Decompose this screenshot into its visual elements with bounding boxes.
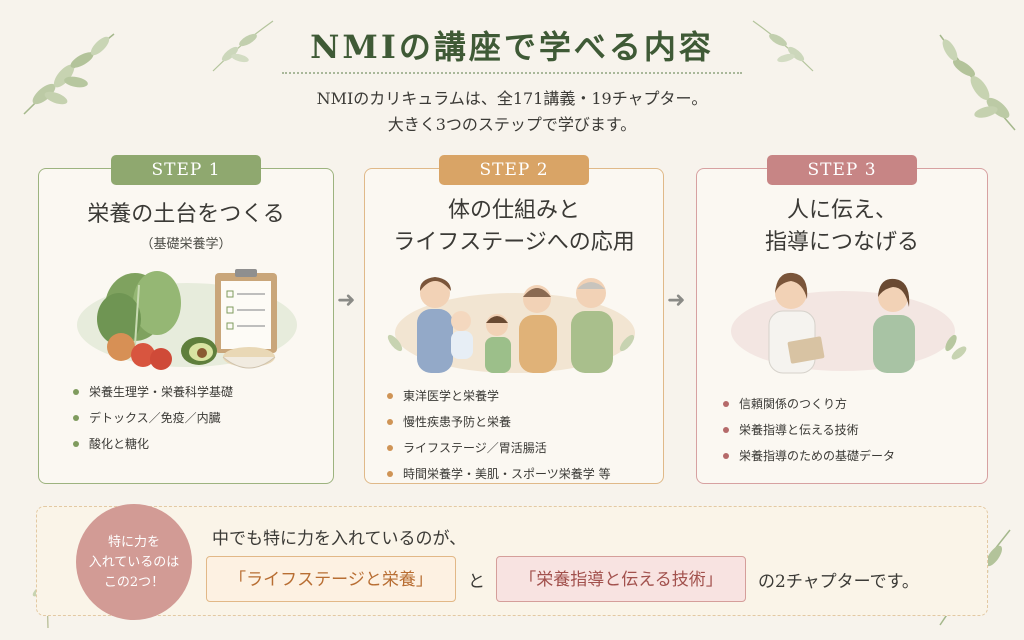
list-item: 時間栄養学・美肌・スポーツ栄養学 等 [387,461,611,487]
step-3-badge: STEP 3 [767,155,917,185]
list-item: 東洋医学と栄養学 [387,383,611,409]
leaf-branch-icon [212,20,274,72]
arrow-right-icon: ➜ [337,288,356,313]
step-3-title: 人に伝え、 指導につなげる [764,198,919,255]
chapter-pill-lifestage: 「ライフステージと栄養」 [206,556,456,602]
list-item: 信頼関係のつくり方 [723,391,895,417]
list-item: デトックス／免疫／内臓 [73,405,233,431]
intro-line-1: NMIのカリキュラムは、全171講義・19チャプター。 [316,89,708,108]
intro-text: NMIのカリキュラムは、全171講義・19チャプター。 大きく3つのステップで学… [0,86,1024,138]
leaf-branch-icon [939,34,1016,131]
consultation-illustration [731,272,967,374]
step-2-title: 体の仕組みと ライフステージへの応用 [393,198,635,255]
vegetables-illustration [77,269,297,370]
step-3-list: 信頼関係のつくり方 栄養指導と伝える技術 栄養指導のための基礎データ [723,391,895,469]
list-item: 栄養指導と伝える技術 [723,417,895,443]
highlight-badge: 特に力を 入れているのは この2つ！ [76,504,192,620]
list-item: 慢性疾患予防と栄養 [387,409,611,435]
list-item: ライフステージ／胃活腸活 [387,435,611,461]
intro-line-2: 大きく3つのステップで学びます。 [387,115,637,134]
page-title: NMIの講座で学べる内容 [310,28,714,66]
step-1-card: STEP 1 栄養の土台をつくる （基礎栄養学） 栄養生理学・栄養科学基礎 デト… [38,155,334,484]
title-divider [282,72,742,74]
leaf-branch-icon [752,20,814,72]
highlight-lead: 中でも特に力を入れているのが、 [212,529,467,549]
step-2-badge: STEP 2 [439,155,589,185]
step-2-list: 東洋医学と栄養学 慢性疾患予防と栄養 ライフステージ／胃活腸活 時間栄養学・美肌… [387,383,611,487]
list-item: 栄養生理学・栄養科学基礎 [73,379,233,405]
list-item: 栄養指導のための基礎データ [723,443,895,469]
step-1-subtitle: （基礎栄養学） [140,237,232,252]
connector-text: と [468,572,485,592]
step-1-list: 栄養生理学・栄養科学基礎 デトックス／免疫／内臓 酸化と糖化 [73,379,233,457]
chapter-pill-guidance: 「栄養指導と伝える技術」 [496,556,746,602]
family-illustration [387,277,635,373]
list-item: 酸化と糖化 [73,431,233,457]
step-1-title: 栄養の土台をつくる [87,202,285,227]
highlight-tail: の2チャプターです。 [758,572,919,592]
arrow-right-icon: ➜ [667,288,686,313]
step-1-badge: STEP 1 [111,155,261,185]
leaf-branch-icon [23,33,115,115]
step-3-card: STEP 3 人に伝え、 指導につなげる 信頼関係のつくり方 栄養指導と伝える技… [696,155,988,484]
step-2-card: STEP 2 体の仕組みと ライフステージへの応用 東洋医学と栄養学 慢性疾患予… [364,155,664,487]
